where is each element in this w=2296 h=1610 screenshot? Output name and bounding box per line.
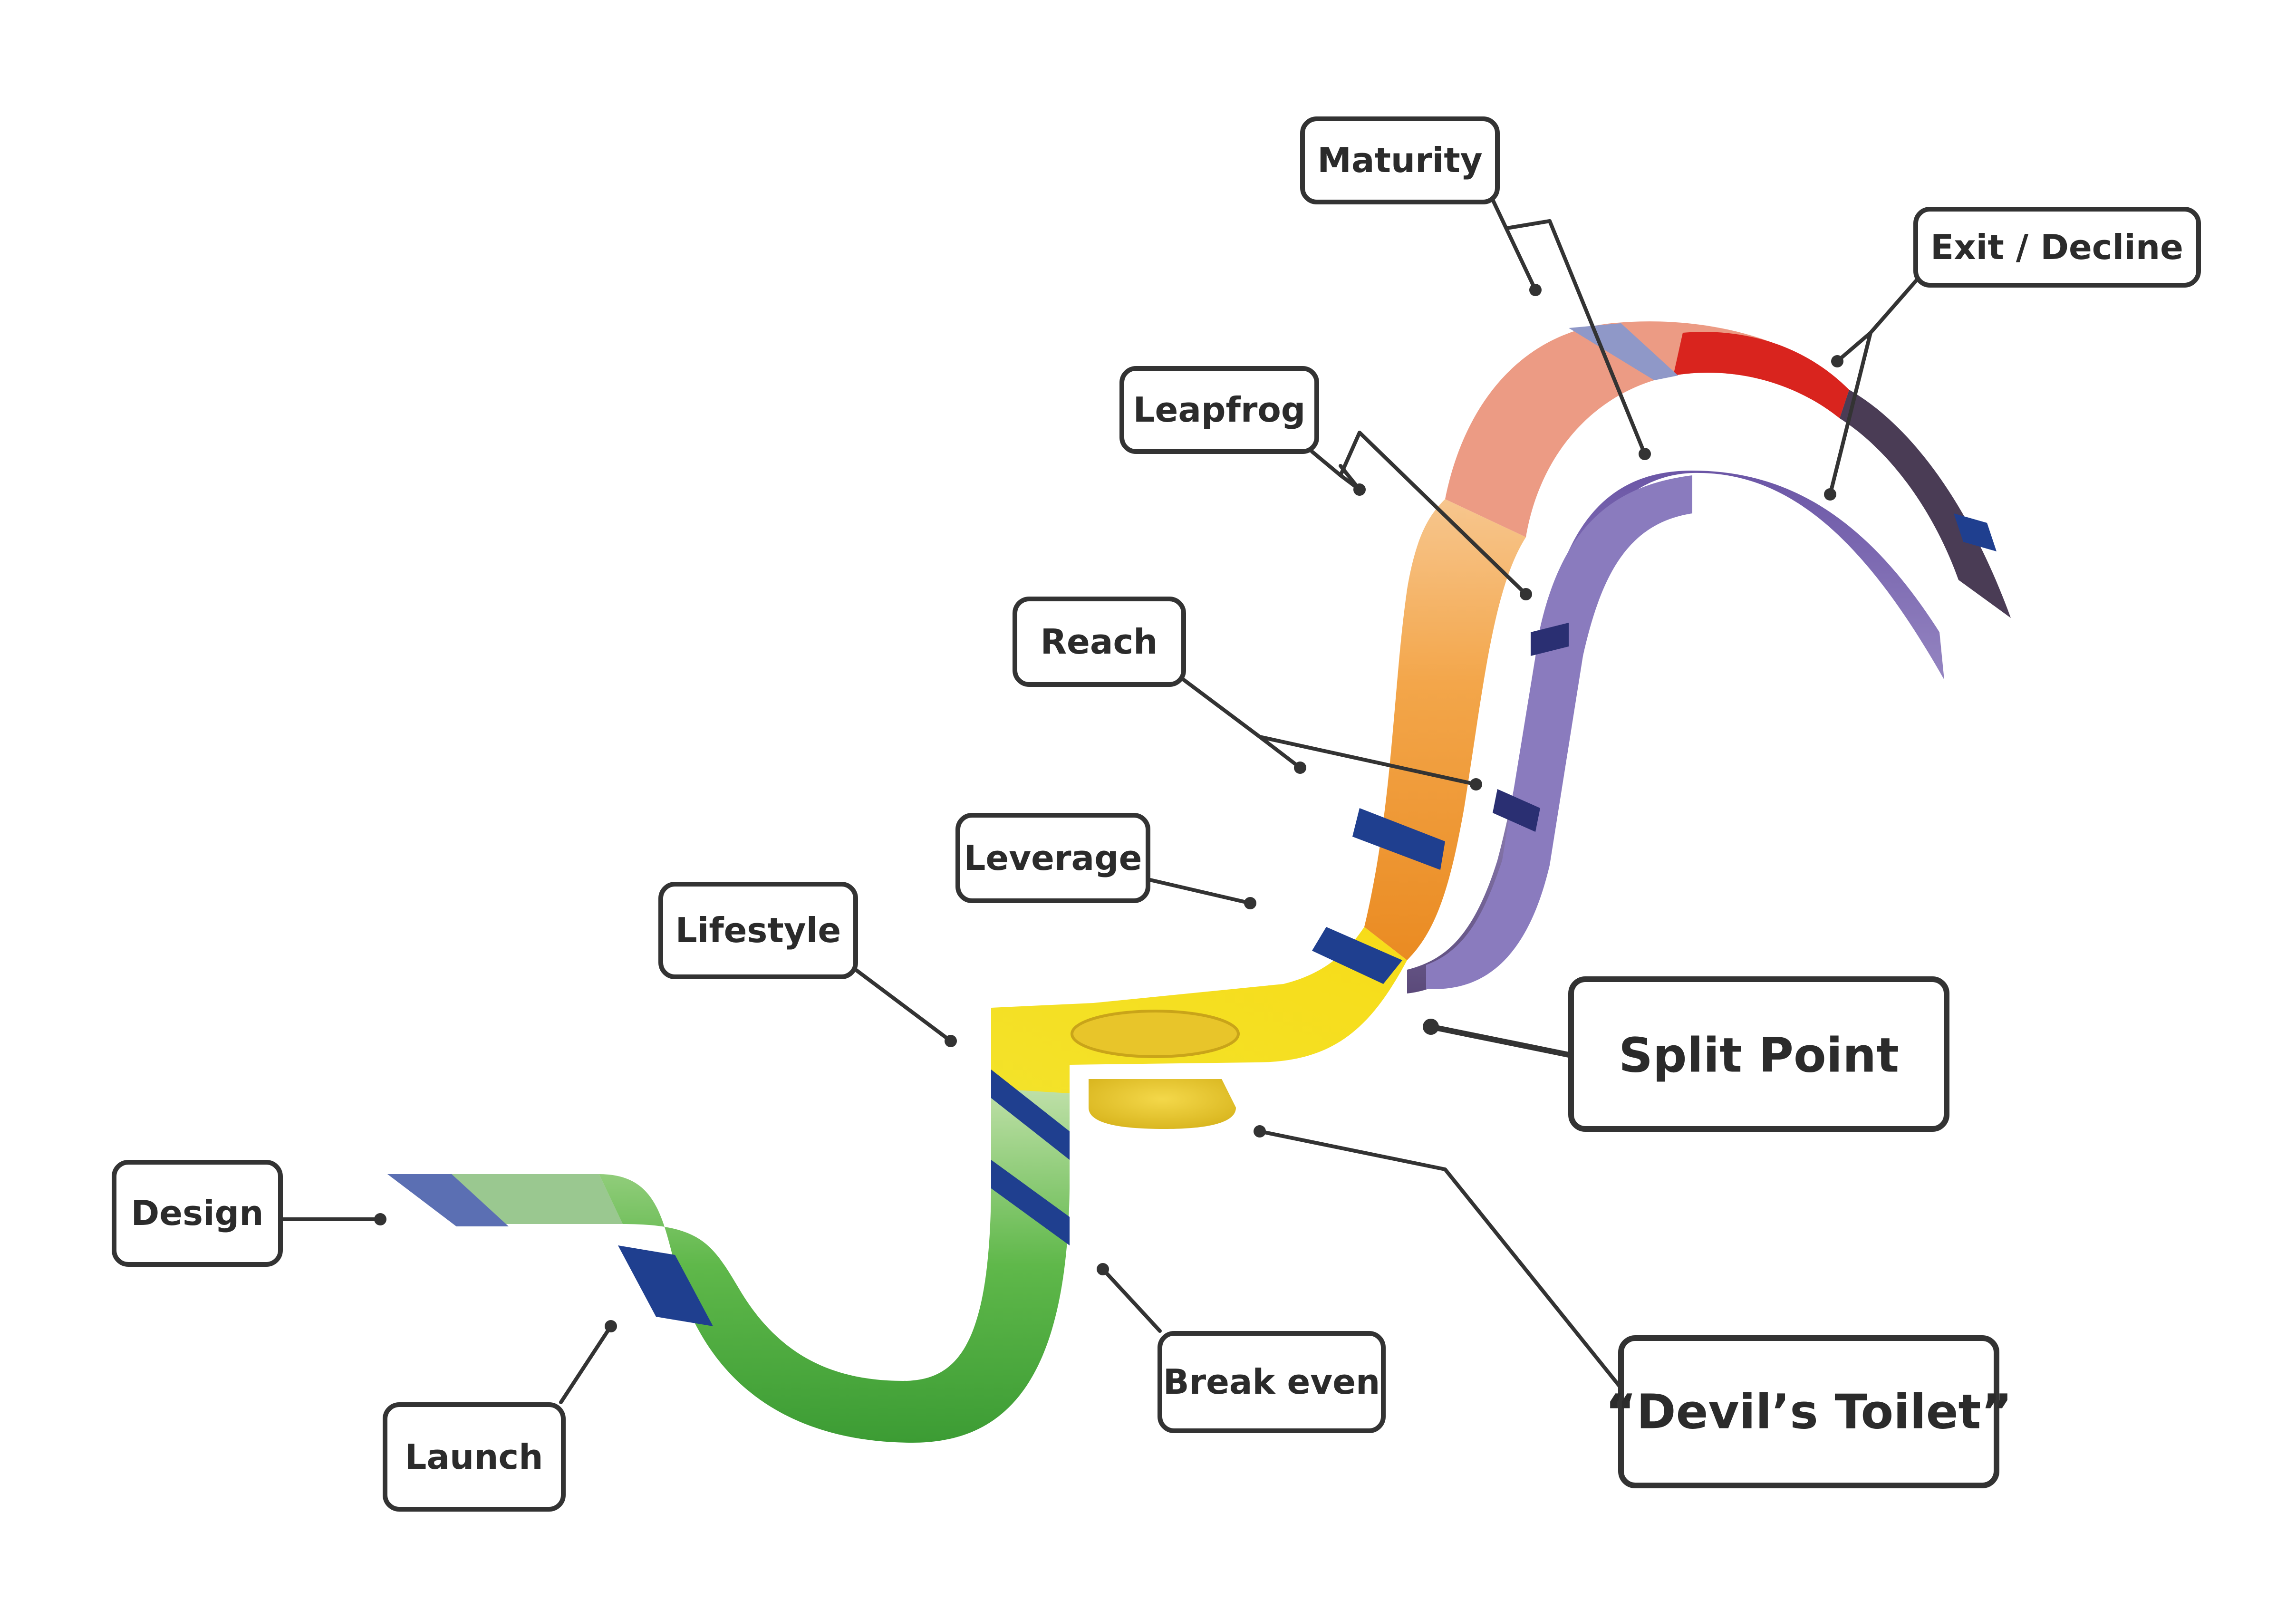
design-blue-tip xyxy=(387,1174,509,1226)
lifestyle-label: Lifestyle xyxy=(675,910,841,950)
reach-leader xyxy=(1182,678,1478,786)
maturity-label: Maturity xyxy=(1317,140,1482,180)
split-stripe-1 xyxy=(1531,623,1569,656)
exit-leader xyxy=(1828,274,1922,496)
leverage-leader xyxy=(1146,877,1252,905)
label-maturity: Maturity xyxy=(1300,116,1500,204)
label-devils-toilet: “Devil’s Toilet” xyxy=(1605,1335,2012,1488)
split-point-leader xyxy=(1428,1024,1574,1058)
toilet-bowl-body xyxy=(1089,1079,1236,1129)
split-branch xyxy=(1407,471,1944,993)
leapfrog-label: Leapfrog xyxy=(1133,390,1306,430)
exit-dot-2 xyxy=(1824,488,1836,501)
leader-lines xyxy=(279,198,1922,1404)
reach-stripe-1 xyxy=(1352,808,1445,870)
launch-dot xyxy=(605,1320,617,1332)
exit-dot-1 xyxy=(1831,355,1843,367)
lifestyle-stripe-2 xyxy=(991,1160,1070,1245)
design-label: Design xyxy=(131,1193,264,1233)
label-break-even: Break even xyxy=(1158,1331,1386,1433)
label-launch: Launch xyxy=(383,1402,566,1512)
leverage-box xyxy=(955,813,1150,903)
leverage-label: Leverage xyxy=(964,838,1142,878)
label-design: Design xyxy=(112,1160,283,1267)
split-stripe-2 xyxy=(1493,789,1540,832)
reach-label: Reach xyxy=(1041,622,1158,662)
break-even-box xyxy=(1158,1331,1386,1433)
lifestyle-segment xyxy=(991,927,1407,1093)
leverage-dot xyxy=(1244,897,1256,909)
reach-dot-1 xyxy=(1294,762,1306,774)
reach-box xyxy=(1013,597,1186,687)
leapfrog-leader xyxy=(1310,431,1528,596)
launch-label: Launch xyxy=(405,1437,543,1477)
exit-decline-box xyxy=(1913,207,2201,288)
devils-toilet-label: “Devil’s Toilet” xyxy=(1605,1384,2012,1440)
decline-segment xyxy=(1840,390,2011,618)
design-box xyxy=(112,1160,283,1267)
reach-stripe-2 xyxy=(1312,927,1402,984)
label-leapfrog: Leapfrog xyxy=(1119,366,1319,454)
split-point-dot xyxy=(1423,1019,1439,1035)
maturity-box xyxy=(1300,116,1500,204)
lifecycle-curves xyxy=(387,321,2011,1443)
leapfrog-dot-1 xyxy=(1353,483,1366,496)
label-split-point: Split Point xyxy=(1568,976,1949,1132)
lifestyle-box xyxy=(658,882,858,979)
lifestyle-leader xyxy=(854,968,953,1043)
maturity-red-band xyxy=(1673,332,1849,418)
decline-stripe xyxy=(1954,513,1997,551)
devils-toilet-box xyxy=(1618,1335,1999,1488)
toilet-bowl-rim xyxy=(1071,1010,1240,1058)
launch-leader xyxy=(559,1324,613,1404)
maturity-leader xyxy=(1491,198,1647,456)
break-even-dot xyxy=(1097,1263,1109,1275)
design-dot xyxy=(374,1213,386,1225)
maturity-dot-1 xyxy=(1529,284,1542,296)
label-lifestyle: Lifestyle xyxy=(658,882,858,979)
lifestyle-dot xyxy=(945,1035,957,1047)
split-point-box xyxy=(1568,976,1949,1132)
split-point-label: Split Point xyxy=(1619,1028,1899,1083)
maturity-dot-2 xyxy=(1639,448,1651,460)
launch-segment xyxy=(599,1089,1070,1443)
label-reach: Reach xyxy=(1013,597,1186,687)
leapfrog-box xyxy=(1119,366,1319,454)
break-even-label: Break even xyxy=(1163,1362,1380,1402)
launch-box xyxy=(383,1402,566,1512)
exit-decline-label: Exit / Decline xyxy=(1930,227,2183,267)
devils-toilet-dot xyxy=(1254,1125,1266,1138)
label-leverage: Leverage xyxy=(955,813,1150,903)
devils-toilet-leader xyxy=(1258,1129,1623,1390)
reach-dot-2 xyxy=(1470,778,1482,791)
lifestyle-stripe-1 xyxy=(991,1070,1070,1160)
label-exit-decline: Exit / Decline xyxy=(1913,207,2201,288)
launch-stripe xyxy=(618,1245,713,1326)
break-even-leader xyxy=(1101,1267,1162,1333)
leapfrog-dot-2 xyxy=(1520,588,1532,600)
split-branch-inner xyxy=(1426,475,1692,989)
